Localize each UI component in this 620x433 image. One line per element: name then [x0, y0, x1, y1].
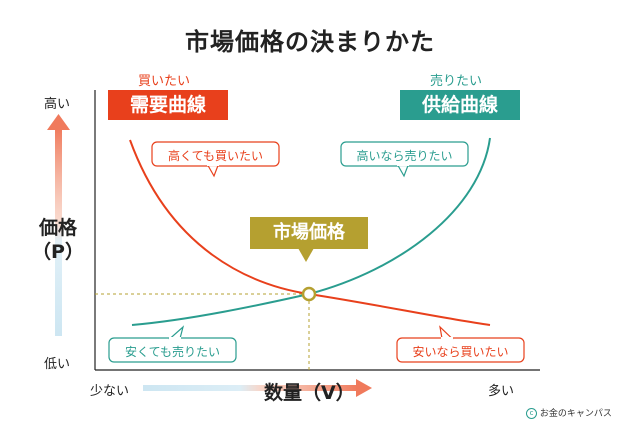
bubble-supply-low-text: 安くても売りたい: [124, 345, 221, 359]
supply-caption: 売りたい: [430, 74, 483, 89]
credit: c お金のキャンパス: [526, 406, 612, 419]
equilibrium-point: [301, 286, 317, 302]
demand-curve-label: 需要曲線: [108, 90, 228, 120]
bubble-supply-high: [340, 141, 469, 178]
diagram-title: 市場価格の決まりかた: [185, 28, 435, 56]
x-direction-arrow-shaft: [143, 385, 358, 391]
bubble-demand-low: [396, 325, 525, 363]
bubble-supply-high-text: 高いなら売りたい: [356, 149, 453, 163]
x-direction-arrow-head: [356, 379, 372, 397]
y-direction-arrow-head: [47, 114, 70, 130]
y-axis-label-line1: 価格: [38, 217, 77, 239]
copyright-icon: c: [526, 408, 537, 419]
supply-curve: [131, 137, 491, 326]
equilibrium-label-pointer: [298, 248, 314, 262]
market-price-label: 市場価格: [250, 217, 368, 249]
demand-caption: 買いたい: [138, 74, 191, 89]
bubble-supply-low: [108, 325, 237, 363]
bubble-demand-high-text: 高くても買いたい: [167, 149, 264, 163]
x-axis-right-label: 多い: [488, 384, 515, 399]
bubble-demand-low-text: 安いなら買いたい: [412, 345, 509, 359]
y-axis-label-line2: （P）: [32, 241, 84, 263]
x-axis-left-label: 少ない: [90, 384, 130, 399]
y-axis-low-label: 低い: [44, 357, 71, 372]
y-axis-high-label: 高い: [44, 97, 71, 112]
credit-text: お金のキャンパス: [539, 409, 612, 419]
y-direction-arrow-shaft: [55, 128, 62, 336]
x-axis-label: 数量（V）: [264, 382, 355, 404]
bubble-demand-high: [151, 141, 280, 178]
y-axis-label: 価格 （P）: [28, 216, 88, 264]
supply-curve-label: 供給曲線: [400, 90, 520, 120]
